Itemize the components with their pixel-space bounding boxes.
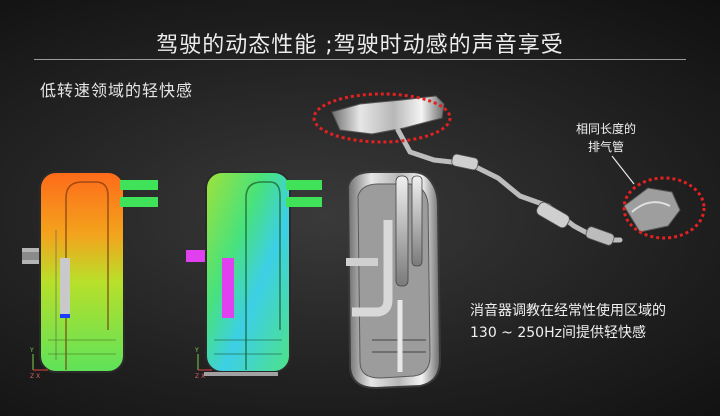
title-divider	[34, 59, 686, 60]
axis-y-label: Y	[194, 347, 199, 354]
leader-line	[611, 155, 635, 185]
caption-line2: 130 ~ 250Hz间提供轻快感	[470, 325, 646, 341]
muffler-caption: 消音器调教在经常性使用区域的 130 ~ 250Hz间提供轻快感	[470, 300, 666, 344]
exhaust-label-line2: 排气管	[587, 140, 624, 154]
muffler-highlight-ellipse	[312, 92, 452, 144]
slide-title: 驾驶的动态性能 ;驾驶时动感的声音享受	[156, 33, 564, 58]
exhaust-pipe-label: 相同长度的 排气管	[566, 121, 646, 156]
manifold-highlight-ellipse	[622, 176, 706, 240]
axis-triad-1: Y Z X	[29, 347, 48, 380]
muffler-cutaway	[346, 171, 442, 390]
slide-subtitle: 低转速领域的轻快感	[40, 81, 194, 100]
axis-triad-2: Y Z X	[194, 347, 278, 380]
muffler-heatmap-cyan	[186, 171, 322, 373]
caption-line1: 消音器调教在经常性使用区域的	[470, 303, 666, 319]
axis-y-label: Y	[29, 347, 34, 354]
muffler-heatmap-orange	[22, 171, 158, 373]
axis-x-label: Z X	[30, 373, 40, 380]
axis-x-label: Z X	[195, 373, 205, 380]
exhaust-system-diagram	[331, 95, 681, 246]
exhaust-label-line1: 相同长度的	[575, 122, 636, 136]
